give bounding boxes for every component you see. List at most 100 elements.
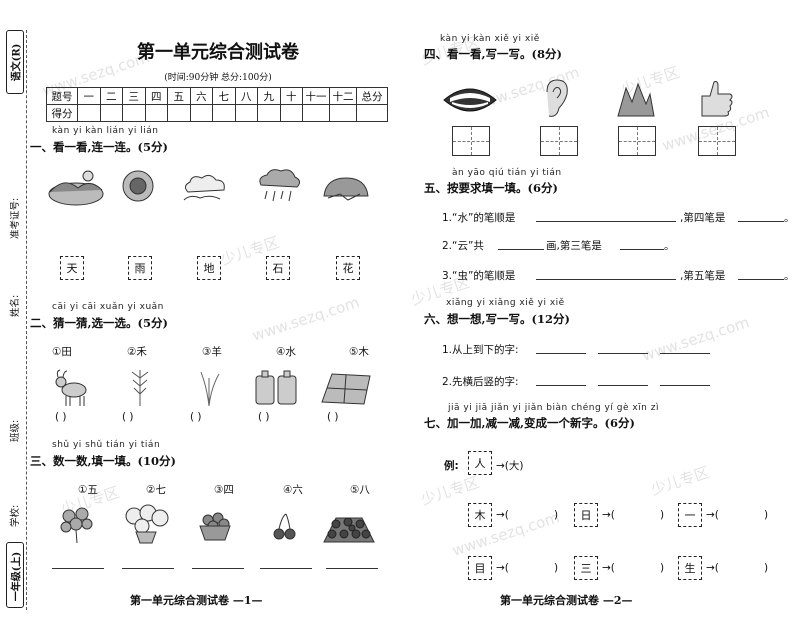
fill-item-1-mid: ,第四笔是 [680, 212, 726, 224]
fill-item-2-mid: 画,第三笔是 [546, 240, 602, 252]
score-row-label: 得分 [46, 104, 78, 122]
score-header-cell: 总分 [356, 87, 388, 105]
count-option-1: ①五 [78, 484, 98, 496]
page-title: 第一单元综合测试卷 [137, 42, 299, 63]
answer-line[interactable] [52, 568, 104, 569]
score-header-cell: 九 [257, 87, 281, 105]
rock-icon [323, 177, 369, 201]
writing-grid[interactable] [698, 126, 736, 156]
fill-blank[interactable] [738, 279, 784, 280]
char-box-shi[interactable]: 石 [266, 256, 290, 280]
score-cell[interactable] [167, 104, 191, 122]
name-field-label: 姓名: [10, 294, 21, 317]
write-item-2-label: 2.先横后竖的字: [442, 376, 519, 388]
score-header-cell: 十 [279, 87, 303, 105]
score-cell[interactable] [99, 104, 123, 122]
char-box-yu[interactable]: 雨 [128, 256, 152, 280]
fill-blank[interactable] [738, 221, 784, 222]
answer-line[interactable] [260, 568, 312, 569]
arrow-close[interactable]: ) [554, 562, 559, 574]
score-cell[interactable] [329, 104, 357, 122]
count-option-3: ③四 [214, 484, 234, 496]
arrow-close[interactable]: ) [660, 562, 665, 574]
char-box-hua[interactable]: 花 [336, 256, 360, 280]
char-box-mu-eye: 目 [468, 556, 492, 580]
subject-badge: 语文(R) [6, 30, 24, 94]
score-cell[interactable] [257, 104, 281, 122]
arrow-open: →( [496, 509, 509, 521]
char-box-tian[interactable]: 天 [60, 256, 84, 280]
answer-line[interactable] [660, 353, 710, 354]
answer-line[interactable] [326, 568, 378, 569]
score-header-cell: 一 [77, 87, 101, 105]
fill-blank[interactable] [536, 221, 676, 222]
mouth-icon [443, 88, 497, 112]
clouds-icon [183, 174, 225, 201]
fill-item-1-label: 1.“水”的笔顺是 [442, 212, 516, 224]
score-cell[interactable] [144, 104, 168, 122]
answer-blank[interactable]: ( ) [190, 411, 202, 423]
score-header-cell: 二 [99, 87, 123, 105]
fill-item-1-end: 。 [784, 212, 795, 224]
fill-blank[interactable] [620, 249, 664, 250]
fill-blank[interactable] [498, 249, 544, 250]
school-field-label: 学校: [10, 504, 21, 527]
fill-item-3-end: 。 [784, 270, 795, 282]
score-cell[interactable] [212, 104, 236, 122]
score-header-cell: 八 [234, 87, 258, 105]
answer-line[interactable] [598, 385, 648, 386]
answer-line[interactable] [122, 568, 174, 569]
footer-right: 第一单元综合测试卷 —2— [500, 594, 633, 607]
grade-badge: 一年级(上) [6, 542, 24, 608]
score-header-cell: 三 [122, 87, 146, 105]
score-table-header-row: 题号 一 二 三 四 五 六 七 八 九 十 十一 十二 总分 [46, 87, 388, 105]
section1-title: 一、看一看,连一连。(5分) [30, 140, 168, 154]
answer-line[interactable] [536, 385, 586, 386]
grade-label: 一年级(上) [11, 551, 23, 602]
section3-title: 三、数一数,填一填。(10分) [30, 454, 176, 468]
score-cell[interactable] [189, 104, 213, 122]
answer-blank[interactable]: ( ) [258, 411, 270, 423]
ear-icon [546, 79, 568, 117]
section4-pinyin: kàn yi kàn xiě yi xiě [440, 34, 540, 44]
score-cell[interactable] [356, 104, 388, 122]
answer-blank[interactable]: ( ) [122, 411, 134, 423]
score-cell[interactable] [77, 104, 101, 122]
answer-line[interactable] [192, 568, 244, 569]
answer-line[interactable] [598, 353, 648, 354]
score-header-cell: 六 [189, 87, 213, 105]
exam-subtitle: (时间:90分钟 总分:100分) [164, 73, 272, 83]
hand-icon [701, 81, 733, 117]
option-5: ⑤木 [349, 346, 369, 358]
score-cell[interactable] [302, 104, 330, 122]
writing-grid[interactable] [452, 126, 490, 156]
score-table: 题号 一 二 三 四 五 六 七 八 九 十 十一 十二 总分 得分 [46, 87, 388, 122]
answer-blank[interactable]: ( ) [327, 411, 339, 423]
answer-line[interactable] [660, 385, 710, 386]
score-cell[interactable] [279, 104, 303, 122]
fill-blank[interactable] [536, 279, 676, 280]
char-box-di[interactable]: 地 [197, 256, 221, 280]
water-jugs-icon [255, 370, 297, 405]
section2-pinyin: cāi yi cāi xuǎn yi xuǎn [52, 302, 164, 312]
binding-strip: 语文(R) 学校: 班级: 姓名: 准考证号: 一年级(上) [4, 30, 27, 610]
arrow-close[interactable]: ) [764, 562, 769, 574]
score-cell[interactable] [234, 104, 258, 122]
rice-plant-icon [200, 371, 220, 407]
score-cell[interactable] [122, 104, 146, 122]
score-header-cell: 十二 [329, 87, 357, 105]
option-1: ①田 [52, 346, 72, 358]
arrow-close[interactable]: ) [764, 509, 769, 521]
writing-grid[interactable] [540, 126, 578, 156]
section2-title: 二、猜一猜,选一选。(5分) [30, 316, 168, 330]
answer-line[interactable] [536, 353, 586, 354]
fill-item-3-label: 3.“虫”的笔顺是 [442, 270, 516, 282]
arrow-close[interactable]: ) [554, 509, 559, 521]
option-3: ③羊 [202, 346, 222, 358]
exam-id-field-label: 准考证号: [10, 197, 21, 239]
example-char-box: 人 [468, 451, 492, 475]
section4-title: 四、看一看,写一写。(8分) [424, 47, 562, 61]
answer-blank[interactable]: ( ) [55, 411, 67, 423]
writing-grid[interactable] [618, 126, 656, 156]
arrow-close[interactable]: ) [660, 509, 665, 521]
